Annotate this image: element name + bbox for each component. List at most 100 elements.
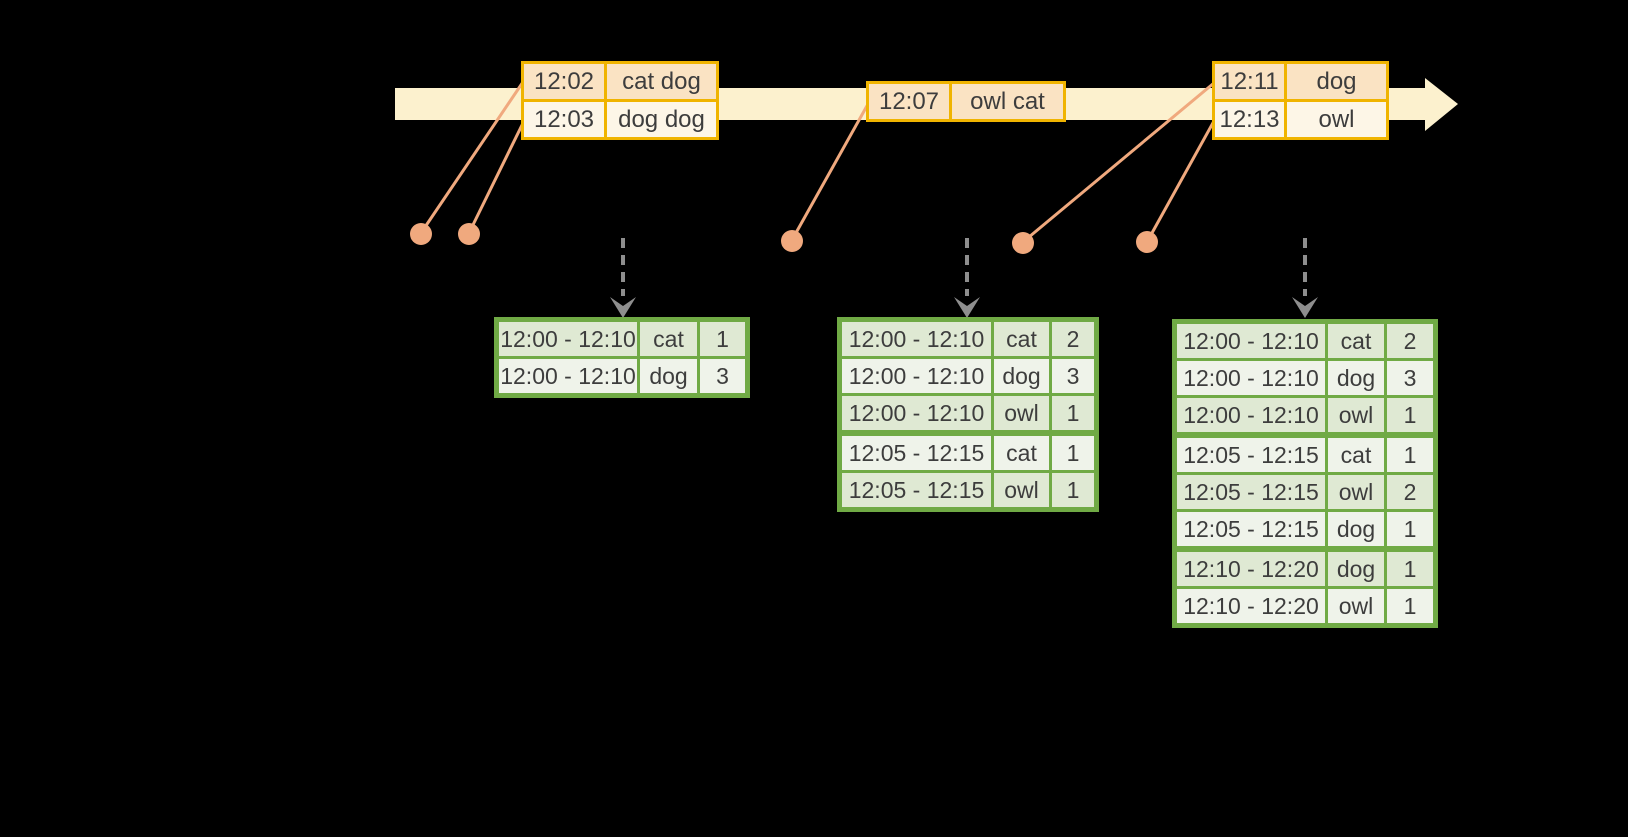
window-cell: 12:05 - 12:15	[842, 473, 991, 507]
table-row: 12:10 - 12:20 dog 1	[1177, 552, 1433, 586]
table-row: 12:00 - 12:10 cat 2	[1177, 324, 1433, 358]
table-row: 12:00 - 12:10 owl 1	[1177, 398, 1433, 432]
window-cell: 12:00 - 12:10	[1177, 361, 1325, 395]
word-cell: owl	[1328, 475, 1384, 509]
event-dot-icon	[781, 230, 803, 252]
count-cell: 1	[700, 322, 745, 356]
word-cell: dog	[994, 359, 1049, 393]
count-cell: 1	[1387, 398, 1433, 432]
count-cell: 2	[1387, 324, 1433, 358]
event-words: owl cat	[952, 84, 1063, 119]
word-cell: cat	[640, 322, 697, 356]
window-cell: 12:00 - 12:10	[499, 322, 637, 356]
window-cell: 12:05 - 12:15	[842, 436, 991, 470]
event-words: dog	[1287, 64, 1386, 99]
word-cell: owl	[994, 473, 1049, 507]
count-cell: 1	[1387, 552, 1433, 586]
count-cell: 2	[1387, 475, 1433, 509]
table-row: 12:10 - 12:20 owl 1	[1177, 589, 1433, 623]
event-dot-icon	[1136, 231, 1158, 253]
event-time: 12:13	[1215, 102, 1284, 137]
window-cell: 12:05 - 12:15	[1177, 512, 1325, 546]
table-row: 12:05 - 12:15 cat 1	[1177, 438, 1433, 472]
word-cell: owl	[994, 396, 1049, 430]
window-cell: 12:00 - 12:10	[842, 322, 991, 356]
table-row: 12:00 - 12:10 owl 1	[842, 396, 1094, 430]
count-cell: 1	[1387, 438, 1433, 472]
table-row: 12:05 - 12:15 owl 2	[1177, 475, 1433, 509]
count-cell: 3	[1387, 361, 1433, 395]
word-cell: cat	[1328, 324, 1384, 358]
count-cell: 1	[1387, 512, 1433, 546]
event-line	[790, 103, 870, 241]
count-cell: 3	[1052, 359, 1094, 393]
trigger-arrow-icon	[610, 238, 636, 318]
table-row: 12:05 - 12:15 cat 1	[842, 436, 1094, 470]
table-row: 12:00 - 12:10 dog 3	[1177, 361, 1433, 395]
event-line	[1022, 81, 1215, 244]
table-row: 12:11 dog	[1215, 64, 1386, 99]
window-group: 12:00 - 12:10 cat 1 12:00 - 12:10 dog 3	[499, 322, 745, 393]
window-cell: 12:10 - 12:20	[1177, 589, 1325, 623]
word-cell: cat	[1328, 438, 1384, 472]
table-row: 12:02 cat dog	[524, 64, 716, 99]
word-cell: cat	[994, 322, 1049, 356]
word-cell: dog	[1328, 512, 1384, 546]
trigger-arrow-icon	[1292, 238, 1318, 318]
window-group: 12:05 - 12:15 cat 1 12:05 - 12:15 owl 1	[842, 436, 1094, 507]
trigger-arrow-icon	[954, 238, 980, 318]
event-line	[419, 81, 525, 234]
window-group: 12:00 - 12:10 cat 2 12:00 - 12:10 dog 3 …	[1177, 324, 1433, 432]
event-time: 12:03	[524, 102, 604, 137]
result-table: 12:00 - 12:10 cat 1 12:00 - 12:10 dog 3	[494, 317, 750, 398]
window-cell: 12:00 - 12:10	[1177, 398, 1325, 432]
table-row: 12:13 owl	[1215, 102, 1386, 137]
window-group: 12:05 - 12:15 cat 1 12:05 - 12:15 owl 2 …	[1177, 438, 1433, 546]
count-cell: 1	[1052, 396, 1094, 430]
event-words: dog dog	[607, 102, 716, 137]
table-row: 12:05 - 12:15 owl 1	[842, 473, 1094, 507]
event-table: 12:11 dog 12:13 owl	[1212, 61, 1389, 140]
table-row: 12:03 dog dog	[524, 102, 716, 137]
table-row: 12:00 - 12:10 dog 3	[499, 359, 745, 393]
event-time: 12:11	[1215, 64, 1284, 99]
count-cell: 3	[700, 359, 745, 393]
event-table: 12:02 cat dog 12:03 dog dog	[521, 61, 719, 140]
word-cell: owl	[1328, 589, 1384, 623]
window-cell: 12:05 - 12:15	[1177, 438, 1325, 472]
table-row: 12:00 - 12:10 dog 3	[842, 359, 1094, 393]
event-table: 12:07 owl cat	[866, 81, 1066, 122]
window-cell: 12:00 - 12:10	[1177, 324, 1325, 358]
window-group: 12:00 - 12:10 cat 2 12:00 - 12:10 dog 3 …	[842, 322, 1094, 430]
table-row: 12:07 owl cat	[869, 84, 1063, 119]
window-cell: 12:00 - 12:10	[499, 359, 637, 393]
event-dot-icon	[410, 223, 432, 245]
window-cell: 12:10 - 12:20	[1177, 552, 1325, 586]
event-words: owl	[1287, 102, 1386, 137]
event-dot-icon	[1012, 232, 1034, 254]
count-cell: 1	[1052, 436, 1094, 470]
count-cell: 1	[1052, 473, 1094, 507]
result-table: 12:00 - 12:10 cat 2 12:00 - 12:10 dog 3 …	[837, 317, 1099, 512]
window-cell: 12:00 - 12:10	[842, 396, 991, 430]
count-cell: 2	[1052, 322, 1094, 356]
table-row: 12:00 - 12:10 cat 1	[499, 322, 745, 356]
word-cell: dog	[1328, 361, 1384, 395]
window-cell: 12:00 - 12:10	[842, 359, 991, 393]
event-words: cat dog	[607, 64, 716, 99]
word-cell: owl	[1328, 398, 1384, 432]
count-cell: 1	[1387, 589, 1433, 623]
table-row: 12:00 - 12:10 cat 2	[842, 322, 1094, 356]
event-time: 12:02	[524, 64, 604, 99]
word-cell: cat	[994, 436, 1049, 470]
word-cell: dog	[640, 359, 697, 393]
window-group: 12:10 - 12:20 dog 1 12:10 - 12:20 owl 1	[1177, 552, 1433, 623]
timeline-arrowhead-icon	[1425, 78, 1458, 131]
event-time: 12:07	[869, 84, 949, 119]
event-line	[467, 120, 526, 234]
table-row: 12:05 - 12:15 dog 1	[1177, 512, 1433, 546]
event-line	[1145, 120, 1216, 243]
result-table: 12:00 - 12:10 cat 2 12:00 - 12:10 dog 3 …	[1172, 319, 1438, 628]
word-cell: dog	[1328, 552, 1384, 586]
